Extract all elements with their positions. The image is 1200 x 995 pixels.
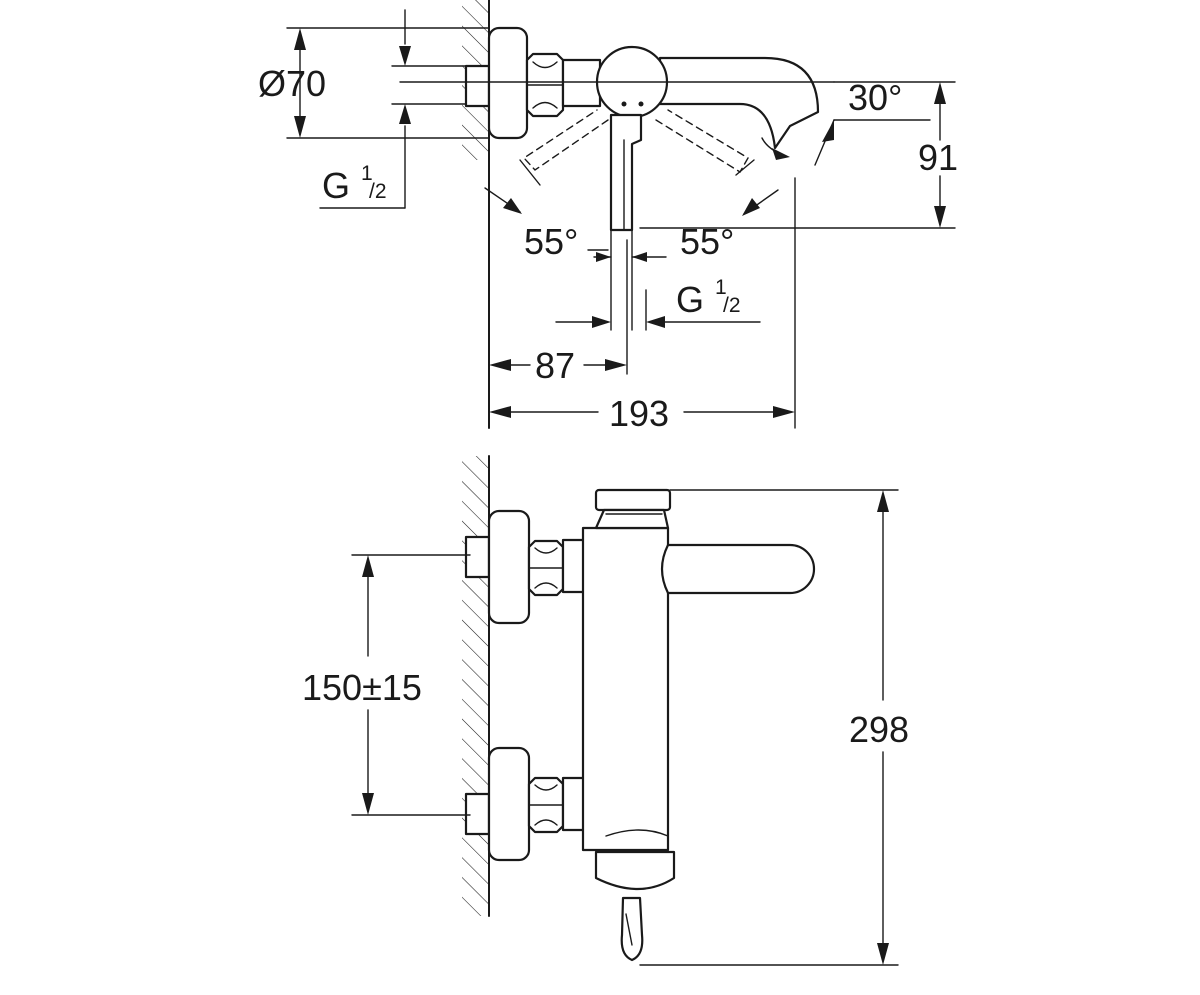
top-lever-center — [609, 113, 643, 232]
dim-angle-spout: 30° — [761, 77, 931, 166]
top-connector-arm — [561, 58, 602, 108]
label-angle-spout: 30° — [848, 77, 902, 118]
label-height-spout: 91 — [918, 137, 958, 178]
label-total-height: 298 — [849, 709, 909, 750]
front-upper-inlet-nipple — [464, 535, 491, 579]
front-wall-hatch — [462, 456, 489, 916]
label-angle-right: 55° — [680, 221, 734, 262]
front-lever-handle — [660, 543, 816, 595]
label-thread-bottom-num: 1 — [715, 276, 727, 299]
label-thread-left: G — [322, 165, 350, 206]
label-thread-left-num: 1 — [361, 162, 373, 185]
dim-outlet-width — [593, 229, 667, 331]
label-total-projection: 193 — [609, 393, 669, 434]
label-diameter: Ø70 — [258, 63, 326, 104]
top-view: Ø70 G 1 /2 55° 55° — [258, 0, 958, 434]
label-thread-bottom-den: /2 — [723, 294, 741, 317]
top-lever-right-position — [655, 109, 755, 176]
front-cartridge-neck — [594, 508, 670, 530]
dim-angle-right: 55° — [680, 189, 779, 262]
dim-diameter: Ø70 — [258, 27, 490, 139]
front-lower-escutcheon — [487, 746, 531, 862]
top-spout — [658, 56, 820, 150]
dim-angle-left: 55° — [484, 187, 609, 262]
dim-total-projection: 193 — [489, 177, 796, 434]
dim-height-spout: 91 — [639, 81, 958, 229]
label-offset-outlet: 87 — [535, 345, 575, 386]
front-outlet-spout — [620, 896, 644, 962]
label-angle-left: 55° — [524, 221, 578, 262]
front-cartridge-top — [594, 488, 672, 512]
front-upper-escutcheon — [487, 509, 531, 625]
top-inlet-nipple — [464, 64, 491, 108]
front-view: 150±15 298 — [302, 455, 909, 966]
dim-thread-left: G 1 /2 — [319, 9, 467, 209]
dim-total-height: 298 — [639, 489, 909, 966]
label-inlet-spacing: 150±15 — [302, 667, 422, 708]
dim-inlet-spacing: 150±15 — [302, 554, 471, 816]
front-outlet-housing — [594, 850, 676, 891]
dim-offset-outlet: 87 — [489, 239, 628, 386]
dim-thread-bottom: G 1 /2 — [555, 276, 761, 331]
front-mixer-body — [581, 526, 670, 852]
label-thread-left-den: /2 — [369, 180, 387, 203]
top-lever-left-position — [519, 109, 609, 186]
front-lower-inlet-nipple — [464, 792, 491, 836]
top-escutcheon — [487, 26, 529, 140]
label-thread-bottom: G — [676, 279, 704, 320]
